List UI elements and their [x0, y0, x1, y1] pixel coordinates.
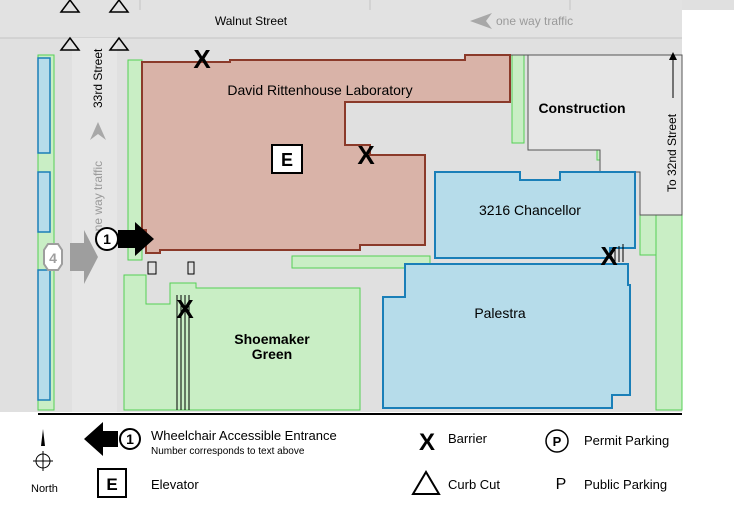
route-number-badge: [43, 243, 63, 271]
legend-curb-cut-label: Curb Cut: [448, 477, 500, 492]
walnut-street-label: Walnut Street: [215, 14, 288, 28]
north-arrow-icon: [41, 429, 45, 446]
barrier-icon: X: [193, 44, 211, 74]
stairs-east: [187, 261, 195, 275]
north-label: North: [31, 483, 58, 495]
up-arrow-icon: [669, 52, 677, 60]
legend-entrance-title: Wheelchair Accessible Entrance: [151, 428, 337, 443]
permit-parking-icon: [545, 429, 569, 453]
curb-cut-icon: [108, 0, 130, 13]
west-building-north: [37, 57, 51, 154]
west-building-south: [37, 269, 51, 401]
palestra-label: Palestra: [474, 305, 526, 321]
legend-permit-parking-label: Permit Parking: [584, 433, 669, 448]
legend-entrance-badge: [119, 428, 141, 450]
barrier-icon: X: [176, 294, 194, 324]
shoemaker-label-line1: Shoemaker: [234, 331, 310, 347]
public-parking-symbol: P: [556, 476, 567, 493]
drl-building: [141, 54, 511, 254]
legend-elevator-symbol: E: [106, 475, 117, 494]
west-building-mid: [37, 171, 51, 233]
3216-chancellor-building: [434, 171, 636, 259]
legend-barrier-icon: X: [419, 429, 435, 456]
route-number-label: 4: [49, 250, 57, 266]
legend-public-parking-label: Public Parking: [584, 477, 667, 492]
legend-barrier-label: Barrier: [448, 431, 488, 446]
walnut-street-extension: [682, 0, 734, 10]
shoemaker-green-area: [123, 274, 361, 411]
route-arrow-icon: [70, 230, 98, 284]
to-32nd-street-label: To 32nd Street: [665, 113, 679, 192]
barrier-icon: X: [600, 241, 618, 271]
legend-entrance-arrow-icon: [84, 422, 118, 456]
legend-elevator-label: Elevator: [151, 477, 199, 492]
palestra-building: [382, 263, 631, 409]
shoemaker-label-line2: Green: [252, 346, 292, 362]
legend-entrance-number: 1: [126, 431, 134, 447]
chancellor-label: 3216 Chancellor: [479, 202, 581, 218]
left-arrow-icon: [470, 13, 492, 29]
permit-parking-symbol: P: [553, 434, 562, 449]
legend-elevator-icon: [97, 468, 127, 498]
green-strip-construction: [511, 54, 525, 144]
curb-cut-icon: [59, 36, 81, 51]
33rd-traffic-label: one way traffic: [91, 161, 105, 238]
entrance-number-label: 1: [103, 231, 111, 247]
stairs-west: [147, 261, 157, 275]
barrier-icon: X: [357, 140, 375, 170]
curb-cut-icon: [108, 36, 130, 51]
construction-label: Construction: [538, 100, 625, 116]
entrance-number-badge: [95, 227, 119, 251]
walnut-street-road: [0, 0, 682, 38]
elevator-marker-label: E: [281, 150, 293, 170]
elevator-icon: [271, 144, 303, 174]
33rd-street-road: [72, 38, 117, 412]
drl-label: David Rittenhouse Laboratory: [227, 82, 412, 98]
green-strip-32nd: [655, 214, 683, 411]
legend-entrance-note: Number corresponds to text above: [151, 446, 305, 457]
legend-curb-cut-icon: [411, 470, 441, 495]
33rd-street-label: 33rd Street: [91, 48, 105, 108]
entrance-arrow-icon: [118, 222, 154, 256]
walnut-traffic-label: one way traffic: [496, 14, 573, 28]
up-arrow-icon: [90, 122, 106, 140]
curb-cut-icon: [59, 0, 81, 13]
green-strip-south-drl: [291, 255, 431, 269]
